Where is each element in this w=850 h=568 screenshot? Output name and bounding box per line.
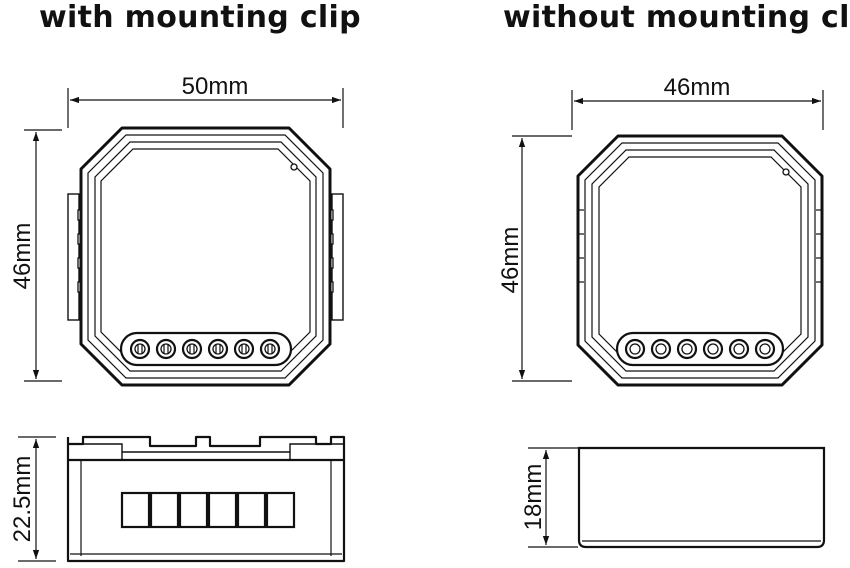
width-label: 50mm [182, 73, 249, 100]
title-with-mounting-clip: with mounting clip [39, 0, 361, 35]
top-view-without-clip: 46mm 46mm [497, 74, 824, 387]
body-inner-edge [591, 149, 809, 372]
depth-label: 18mm [520, 464, 547, 531]
body-inner-edge [584, 142, 816, 379]
side-ticks [578, 209, 822, 283]
side-profile-ridge [68, 443, 344, 453]
device-body-outline [576, 134, 824, 387]
body-inner-edge [87, 134, 324, 379]
side-view-without-clip: 18mm [520, 446, 826, 549]
width-label: 46mm [664, 74, 731, 101]
left-clip [67, 193, 80, 321]
device-body-outline [79, 126, 332, 387]
side-view-with-clip: 22.5mm [9, 435, 346, 563]
terminal-screws [129, 338, 281, 360]
top-view-with-clip: 50mm 46mm [9, 73, 344, 387]
right-clip [331, 193, 344, 321]
title-without-mounting-clip: without mounting clip [503, 0, 850, 35]
height-label: 46mm [9, 223, 36, 290]
depth-label: 22.5mm [9, 456, 36, 543]
height-label: 46mm [497, 227, 524, 294]
side-profile-outline [577, 446, 826, 549]
side-profile-ridge [121, 452, 291, 461]
terminal-openings [120, 491, 296, 529]
led-indicator [782, 168, 790, 176]
led-indicator [290, 163, 298, 171]
body-inner-edge [94, 141, 317, 372]
terminal-screws [624, 338, 776, 360]
side-profile-outline [66, 435, 346, 563]
